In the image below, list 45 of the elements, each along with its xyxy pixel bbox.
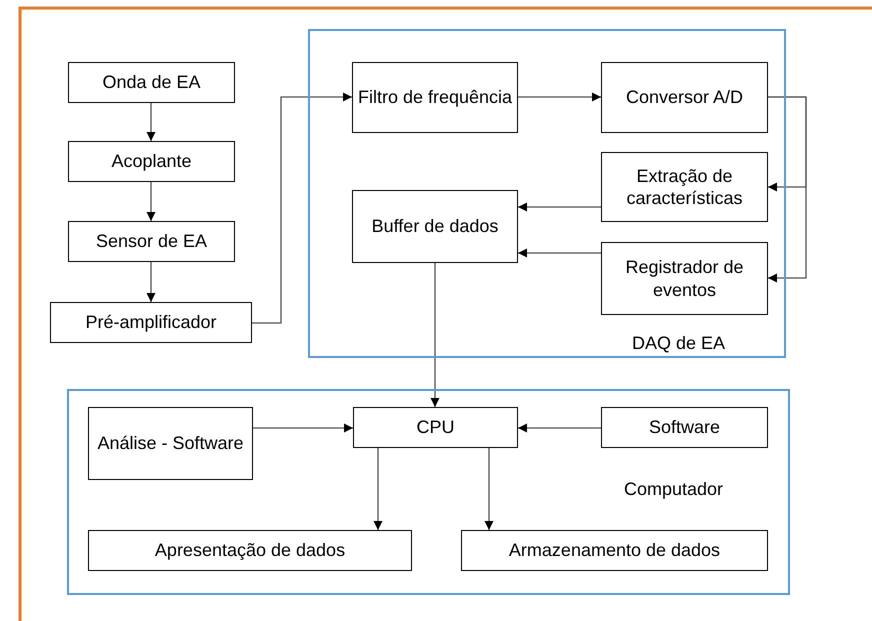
box-label: Sensor de EA — [96, 230, 208, 253]
process-box — [352, 62, 518, 133]
box-label: Registrador de eventos — [624, 256, 745, 301]
process-box — [68, 62, 235, 103]
process-box — [353, 407, 518, 448]
process-box — [601, 152, 768, 222]
box-label: CPU — [416, 416, 454, 439]
arrow — [518, 92, 601, 102]
arrow — [373, 448, 383, 530]
arrow — [430, 263, 440, 407]
box-label: Conversor A/D — [626, 86, 744, 109]
box-label: Filtro de frequência — [358, 86, 512, 109]
arrow — [146, 103, 156, 141]
process-box — [68, 221, 235, 262]
arrow — [518, 423, 601, 433]
box-label: Onda de EA — [102, 71, 201, 94]
process-box — [88, 407, 253, 480]
arrow — [146, 182, 156, 221]
arrow — [253, 423, 353, 433]
group-frame — [67, 389, 790, 595]
arrow — [518, 248, 601, 258]
box-label: Extração de características — [625, 164, 744, 210]
arrow — [518, 202, 601, 212]
process-box — [601, 62, 768, 133]
process-box — [601, 407, 768, 448]
process-box — [601, 242, 768, 315]
box-label: Análise - Software — [97, 432, 244, 455]
process-box — [352, 190, 518, 263]
group-frame — [308, 29, 786, 358]
box-label: Apresentação de dados — [154, 539, 346, 562]
arrow — [768, 96, 807, 283]
process-box — [88, 530, 412, 571]
process-box — [68, 141, 235, 182]
box-label: Pré-amplificador — [85, 311, 217, 334]
arrow — [252, 92, 352, 324]
group-label: DAQ de EA — [632, 332, 726, 354]
arrow — [146, 262, 156, 302]
process-box — [50, 302, 252, 343]
group-label: Computador — [624, 478, 724, 500]
arrow — [484, 448, 494, 530]
process-box — [461, 530, 768, 571]
box-label: Software — [648, 416, 720, 439]
box-label: Armazenamento de dados — [508, 539, 720, 562]
box-label: Acoplante — [111, 150, 192, 173]
box-label: Buffer de dados — [372, 215, 498, 238]
